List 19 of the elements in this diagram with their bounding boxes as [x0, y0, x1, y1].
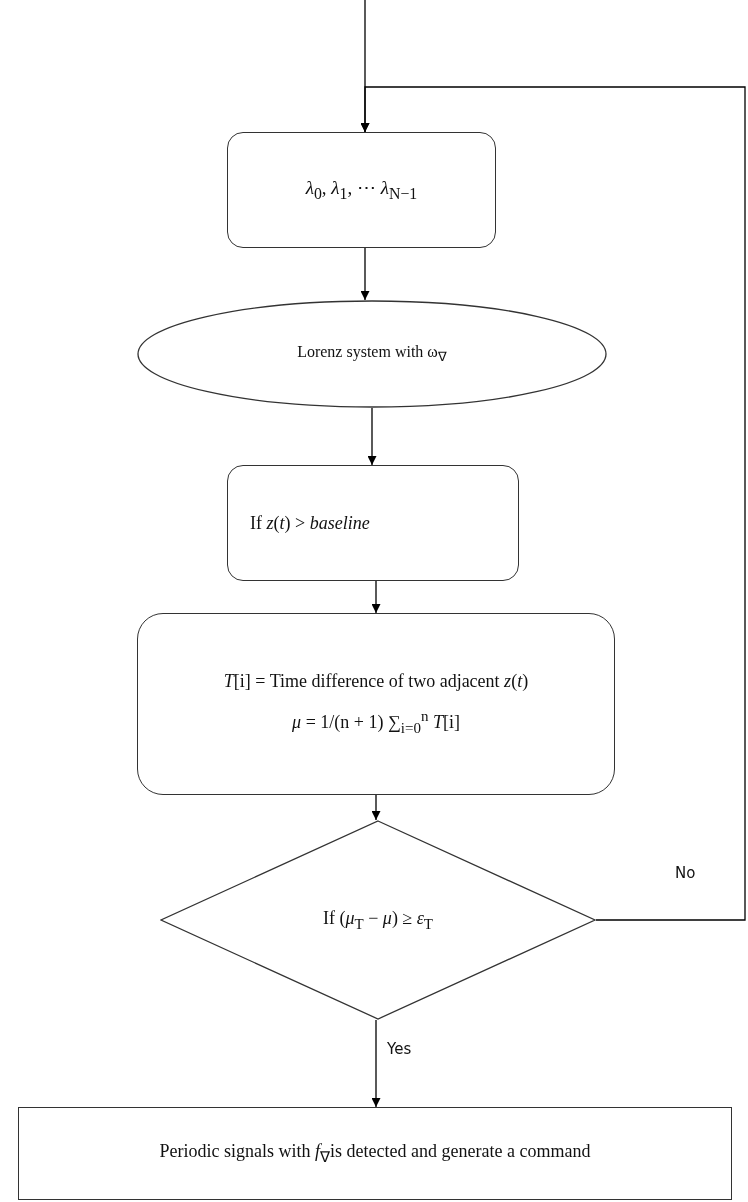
process-box: [227, 465, 519, 581]
process-box: [227, 132, 496, 248]
arrow: [360, 247, 370, 301]
labeled-arrow: [360, 86, 746, 921]
formula-text: μ = 1/(n + 1) ∑$_{i=0}$$^{n}$ T[i]: [292, 707, 460, 739]
node-text: Lorenz system with ω$_{∇}$: [297, 342, 447, 367]
node-text: Periodic signals with f$_{∇}$is detected and generate a command: [159, 1140, 591, 1168]
process-box: [137, 613, 615, 795]
node-text: T[i] = Time difference of two adjacent z(t): [223, 670, 529, 694]
labeled-arrow: [371, 1019, 381, 1108]
arrow: [371, 580, 381, 614]
process-ellipse: [137, 300, 607, 408]
decision-diamond: [160, 820, 596, 1020]
arrow: [367, 407, 377, 466]
node-text: If (μ$_{T}$ − μ) ≥ ε$_{T}$: [322, 906, 433, 934]
output-box: [18, 1107, 732, 1200]
node-text: λ$_{0}$, λ$_{1}$, ⋯ λ$_{N−1}$: [305, 176, 418, 205]
arrow: [371, 794, 381, 821]
node-text: If z(t) > baseline: [250, 511, 370, 535]
